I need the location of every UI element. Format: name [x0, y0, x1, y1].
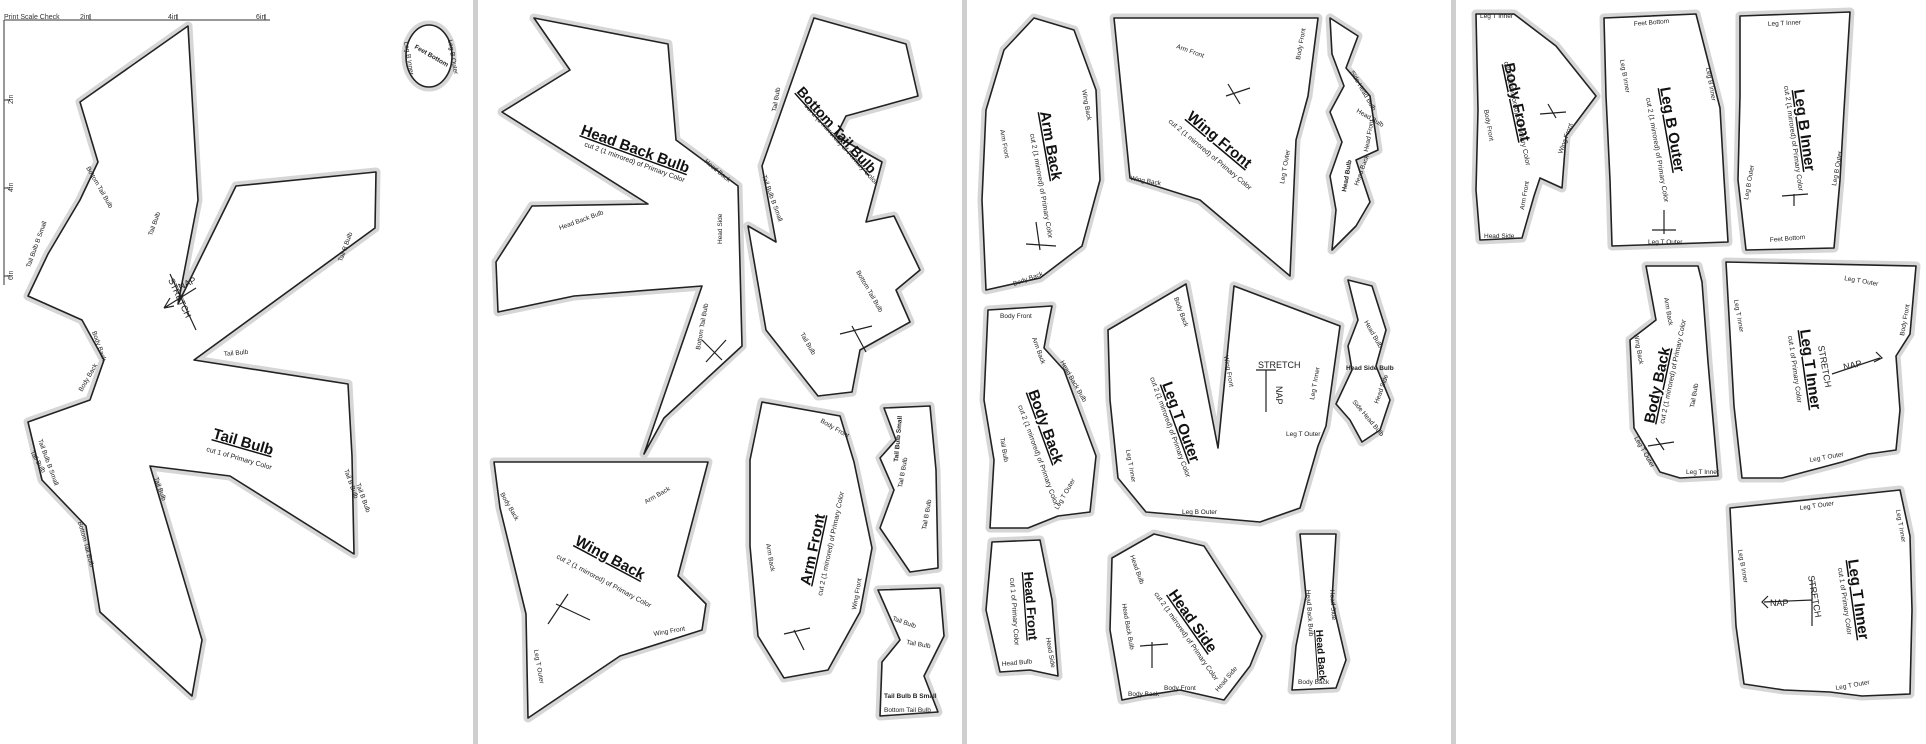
ruler-mark: 4in [8, 183, 15, 192]
piece-cut-instruction: cut 1 of Primary Color [1008, 578, 1020, 647]
edge-label: Tail Bulb [771, 87, 782, 113]
nap-label: NAP [1770, 598, 1789, 608]
pattern-piece-tail-bulb-b-small: Tail Bulb B Small Bottom Tail Bulb Tail … [873, 583, 949, 721]
edge-label: Feet Bottom [1770, 234, 1806, 244]
edge-label: Tail Bulb [1689, 383, 1700, 409]
edge-label: Arm Front [1519, 180, 1531, 210]
edge-label: Leg T Inner [1686, 469, 1720, 476]
pattern-piece-tail-bulb: Tail Bulb cut 1 of Primary Color Tail Bu… [23, 21, 381, 701]
edge-label: Feet Bottom [1634, 18, 1670, 28]
pattern-piece-head-back-bulb: Head Back Bulb cut 2 (1 mirrored) of Pri… [491, 13, 747, 459]
edge-label: Tail Bulb [224, 349, 249, 358]
pattern-piece-leg-t-outer: Leg T Outer cut 2 (1 mirrored) of Primar… [1103, 279, 1345, 527]
edge-label: Tail Bulb [998, 437, 1009, 463]
pattern-piece-wing-back: Wing Back cut 2 (1 mirrored) of Primary … [489, 457, 713, 723]
pattern-piece-body-back: Body Back cut 2 (1 mirrored) of Primary … [979, 301, 1101, 533]
edge-label: Leg T Inner [1480, 13, 1514, 20]
pattern-piece-leg-b-inner: Leg B Inner cut 2 (1 mirrored) of Primar… [1733, 7, 1855, 255]
edge-label: Head Side [1328, 590, 1337, 621]
ruler-caption: Print Scale Check [4, 14, 60, 21]
piece-title: Tail Bulb Small [893, 415, 904, 462]
pattern-piece-wing-front: Wing Front cut 2 (1 mirrored) of Primary… [1109, 13, 1323, 281]
edge-label: Head Bulb [1002, 658, 1033, 668]
pattern-piece-arm-front: Arm Front cut 2 (1 mirrored) of Primary … [745, 397, 877, 683]
ruler-mark: 2in [80, 14, 89, 21]
nap-label: NAP [1274, 386, 1284, 405]
edge-label: Arm Back [764, 543, 776, 573]
sheet-divider [473, 0, 478, 744]
edge-label: Bottom Tail Bulb [884, 707, 931, 714]
piece-title: Head Side Bulb [1346, 365, 1394, 372]
piece-title: Head Front [1021, 571, 1041, 641]
pattern-piece-leg-b-outer: Leg B Outer cut 2 (1 mirrored) of Primar… [1599, 9, 1733, 251]
stretch-label: STRETCH [1258, 360, 1301, 370]
edge-label: Body Front [1000, 313, 1032, 320]
edge-label: Body Back [1298, 679, 1330, 686]
pattern-piece-head-front: Head Front cut 1 of Primary Color Head B… [981, 535, 1063, 681]
edge-label: Leg T Inner [1768, 19, 1802, 28]
pattern-piece-head-back: Head Back Head Back Bulb Head Side Body … [1287, 529, 1351, 695]
pattern-piece-body-back-2: Body Back cut 2 (1 mirrored) of Primary … [1625, 261, 1723, 483]
edge-label: Leg T Outer [1799, 500, 1835, 512]
pattern-piece-body-front: Body Front cut 2 (1 mirrored) of Primary… [1471, 9, 1601, 245]
pattern-piece-leg-t-inner: Leg T Inner cut 1 of Primary Color Leg T… [1721, 257, 1921, 483]
edge-label: Head Side [717, 213, 724, 244]
ruler-mark: 2in [8, 95, 15, 104]
sheet-divider [962, 0, 967, 744]
ruler-mark: 6in [256, 14, 265, 21]
edge-label: Leg T Outer [1648, 239, 1683, 246]
pattern-piece-head-side-bulb: Head Side Bulb Head Bulb Head Side Side … [1331, 275, 1395, 447]
edge-label: Body Front [1164, 685, 1196, 692]
pattern-piece-feet-bottom: Feet Bottom Leg B Inner Leg B Outer [401, 20, 459, 92]
pattern-piece-leg-t-inner-2: Leg T Inner cut 1 of Primary Color Leg T… [1725, 485, 1917, 701]
edge-label: Body Back [1128, 691, 1160, 698]
pattern-piece-head-bulb: Head Bulb Head Bulb Head Front Head Back… [1325, 13, 1385, 255]
piece-title: Tail Bulb B Small [884, 693, 937, 700]
ruler-mark: 4in [168, 14, 177, 21]
edge-label: Leg T Outer [1286, 431, 1321, 438]
piece-title: Head Back [1313, 629, 1328, 681]
edge-label: Arm Front [998, 129, 1010, 159]
ruler-mark: 6in [8, 271, 15, 280]
pattern-piece-arm-back: Arm Back cut 2 (1 mirrored) of Primary C… [977, 13, 1105, 295]
edge-label: Arm Back [1662, 297, 1674, 327]
sheet-divider [1451, 0, 1456, 744]
print-scale-ruler: Print Scale Check 2in 4in 6in 2in 4in 6i… [3, 14, 270, 285]
edge-label: Leg B Outer [1182, 509, 1218, 516]
nap-label: NAP [1842, 358, 1862, 372]
edge-label: Tail Bulb [906, 639, 932, 650]
edge-label: Head Side [1484, 233, 1515, 240]
pattern-piece-head-side: Head Side cut 2 (1 mirrored) of Primary … [1105, 529, 1267, 705]
edge-label: Head Back Bulb [1304, 590, 1314, 637]
pattern-piece-tail-bulb-small: Tail Bulb Small Tail B Bulb Tail B Bulb [875, 401, 943, 577]
